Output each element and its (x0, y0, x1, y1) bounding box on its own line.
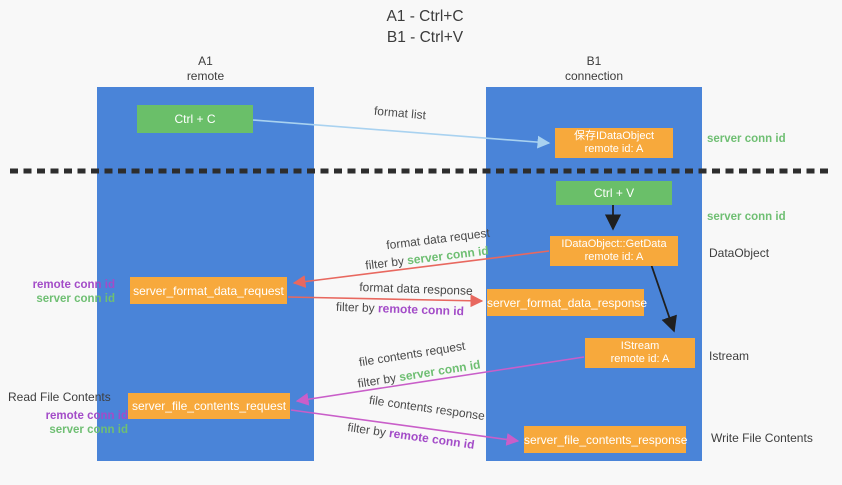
lane-a1-subtitle: remote (186, 69, 225, 83)
ctrl-c-label: Ctrl + C (174, 112, 216, 126)
file-request-label: server_file_contents_request (131, 399, 287, 413)
node-istream: IStream remote id: A (585, 338, 695, 368)
istream-side-label: Istream (709, 349, 750, 363)
ctrl-v-label: Ctrl + V (593, 186, 635, 200)
lane-header-a1: A1 remote (97, 54, 314, 84)
filter-remote-conn-id: remote conn id (388, 426, 476, 452)
filter-server-conn-id: server conn id (398, 357, 482, 385)
diagram-title: A1 - Ctrl+C B1 - Ctrl+V (340, 6, 510, 48)
node-server-file-contents-request: server_file_contents_request (128, 393, 290, 419)
format-conn-id-stack: remote conn id server conn id (0, 278, 115, 306)
filter-by-prefix: filter by (335, 299, 379, 316)
file-conn-id-stack: remote conn id server conn id (0, 409, 128, 437)
format-data-response-label: format data response (359, 280, 473, 298)
read-file-contents-label: Read File Contents (8, 390, 111, 404)
lane-b1-subtitle: connection (564, 69, 624, 83)
write-file-contents-label: Write File Contents (711, 431, 813, 445)
server-conn-id-mid-label: server conn id (707, 211, 786, 223)
format-data-response-arrow (287, 294, 484, 308)
lane-a1-title: A1 (198, 54, 213, 68)
dataobject-label: DataObject (709, 246, 770, 260)
lane-header-b1: B1 connection (486, 54, 702, 84)
format-server-conn-id-label: server conn id (36, 293, 115, 305)
lane-b1-title: B1 (586, 54, 602, 68)
istream-line1: IStream (620, 340, 660, 352)
save-idataobject-line2: remote id: A (584, 143, 644, 155)
getdata-line1: IDataObject::GetData (561, 238, 667, 250)
title-line-1: A1 - Ctrl+C (386, 8, 464, 25)
format-response-label: server_format_data_response (487, 295, 648, 310)
node-server-file-contents-response: server_file_contents_response (524, 426, 688, 453)
filter-by-prefix: filter by (356, 370, 401, 391)
node-ctrl-v: Ctrl + V (556, 181, 672, 205)
node-server-format-data-request: server_format_data_request (130, 277, 287, 304)
node-ctrl-c: Ctrl + C (137, 105, 253, 133)
filter-by-prefix: filter by (346, 420, 391, 440)
format-request-label: server_format_data_request (133, 283, 284, 298)
file-contents-response-filter-label: filter by remote conn id (331, 418, 491, 454)
save-idataobject-line1: 保存IDataObject (573, 130, 655, 142)
getdata-line2: remote id: A (584, 251, 644, 263)
file-response-label: server_file_contents_response (524, 432, 688, 447)
node-idataobject-getdata: IDataObject::GetData remote id: A (550, 236, 678, 266)
node-save-idataobject: 保存IDataObject remote id: A (555, 128, 673, 158)
istream-line2: remote id: A (610, 353, 670, 365)
format-list-label: format list (373, 103, 427, 123)
server-conn-id-top-label: server conn id (707, 133, 786, 145)
format-data-response-filter-label: filter by remote conn id (320, 299, 480, 319)
file-server-conn-id-label: server conn id (49, 424, 128, 436)
node-server-format-data-response: server_format_data_response (487, 289, 648, 316)
title-line-2: B1 - Ctrl+V (386, 29, 464, 46)
file-contents-response-label: file contents response (368, 392, 486, 424)
filter-remote-conn-id: remote conn id (377, 301, 465, 319)
filter-by-prefix: filter by (364, 253, 408, 273)
file-remote-conn-id-label: remote conn id (45, 410, 128, 422)
format-remote-conn-id-label: remote conn id (32, 279, 115, 291)
